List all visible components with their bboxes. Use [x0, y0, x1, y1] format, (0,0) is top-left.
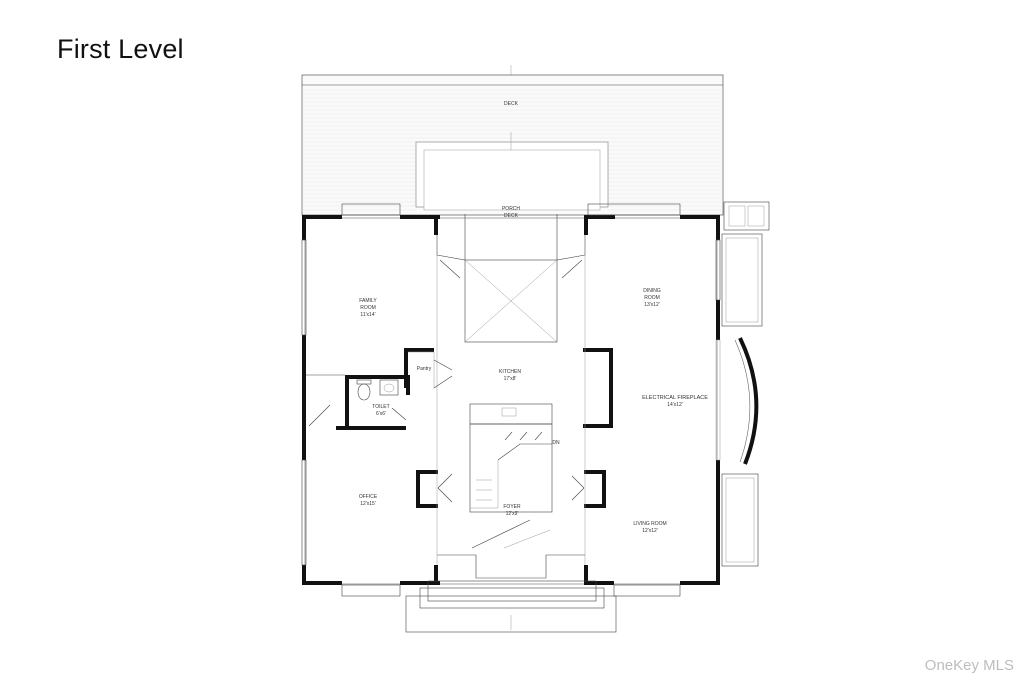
walls	[302, 215, 720, 585]
interior-lines	[306, 235, 586, 565]
front-entry	[405, 554, 617, 633]
pantry-label: Pantry	[417, 366, 432, 372]
living-room-label: LIVING ROOM	[633, 521, 666, 527]
family-room-label-2: ROOM	[360, 305, 376, 311]
exterior-right	[721, 201, 770, 567]
dining-room-label: DINING	[643, 288, 661, 294]
deck-label: DECK	[504, 101, 519, 107]
page-title: First Level	[57, 34, 184, 64]
family-room-dims: 11'x14'	[360, 312, 375, 318]
windows	[301, 203, 721, 597]
porch-label: PORCH	[502, 206, 520, 212]
toilet-fixtures	[356, 379, 399, 401]
fireplace-room-label: ELECTRICAL FIREPLACE	[642, 395, 708, 401]
dining-room-label-2: ROOM	[644, 295, 660, 301]
porch-deck-label: DECK	[504, 213, 519, 219]
foyer-label: FOYER	[503, 504, 521, 510]
family-room-label: FAMILY	[359, 298, 377, 304]
dining-room-dims: 13'x12'	[644, 302, 660, 308]
bay-window	[734, 337, 759, 465]
deck-area	[301, 65, 724, 216]
watermark: OneKey MLS	[924, 657, 1014, 674]
kitchen-label: KITCHEN	[499, 369, 521, 375]
living-room-dims: 12'x12'	[642, 528, 658, 534]
office-dims: 12'x15'	[360, 501, 376, 507]
office-label: OFFICE	[359, 494, 378, 500]
foyer-dims: 12'x9'	[506, 511, 519, 517]
toilet-dims: 6'x6'	[376, 411, 386, 417]
fireplace-room-dims: 14'x12'	[667, 402, 683, 408]
toilet-label: TOILET	[372, 404, 389, 410]
porch-deck	[436, 214, 586, 343]
kitchen-dims: 17'x8'	[504, 376, 517, 382]
stairs-dn-label: DN	[552, 440, 560, 446]
stairs	[469, 403, 553, 549]
